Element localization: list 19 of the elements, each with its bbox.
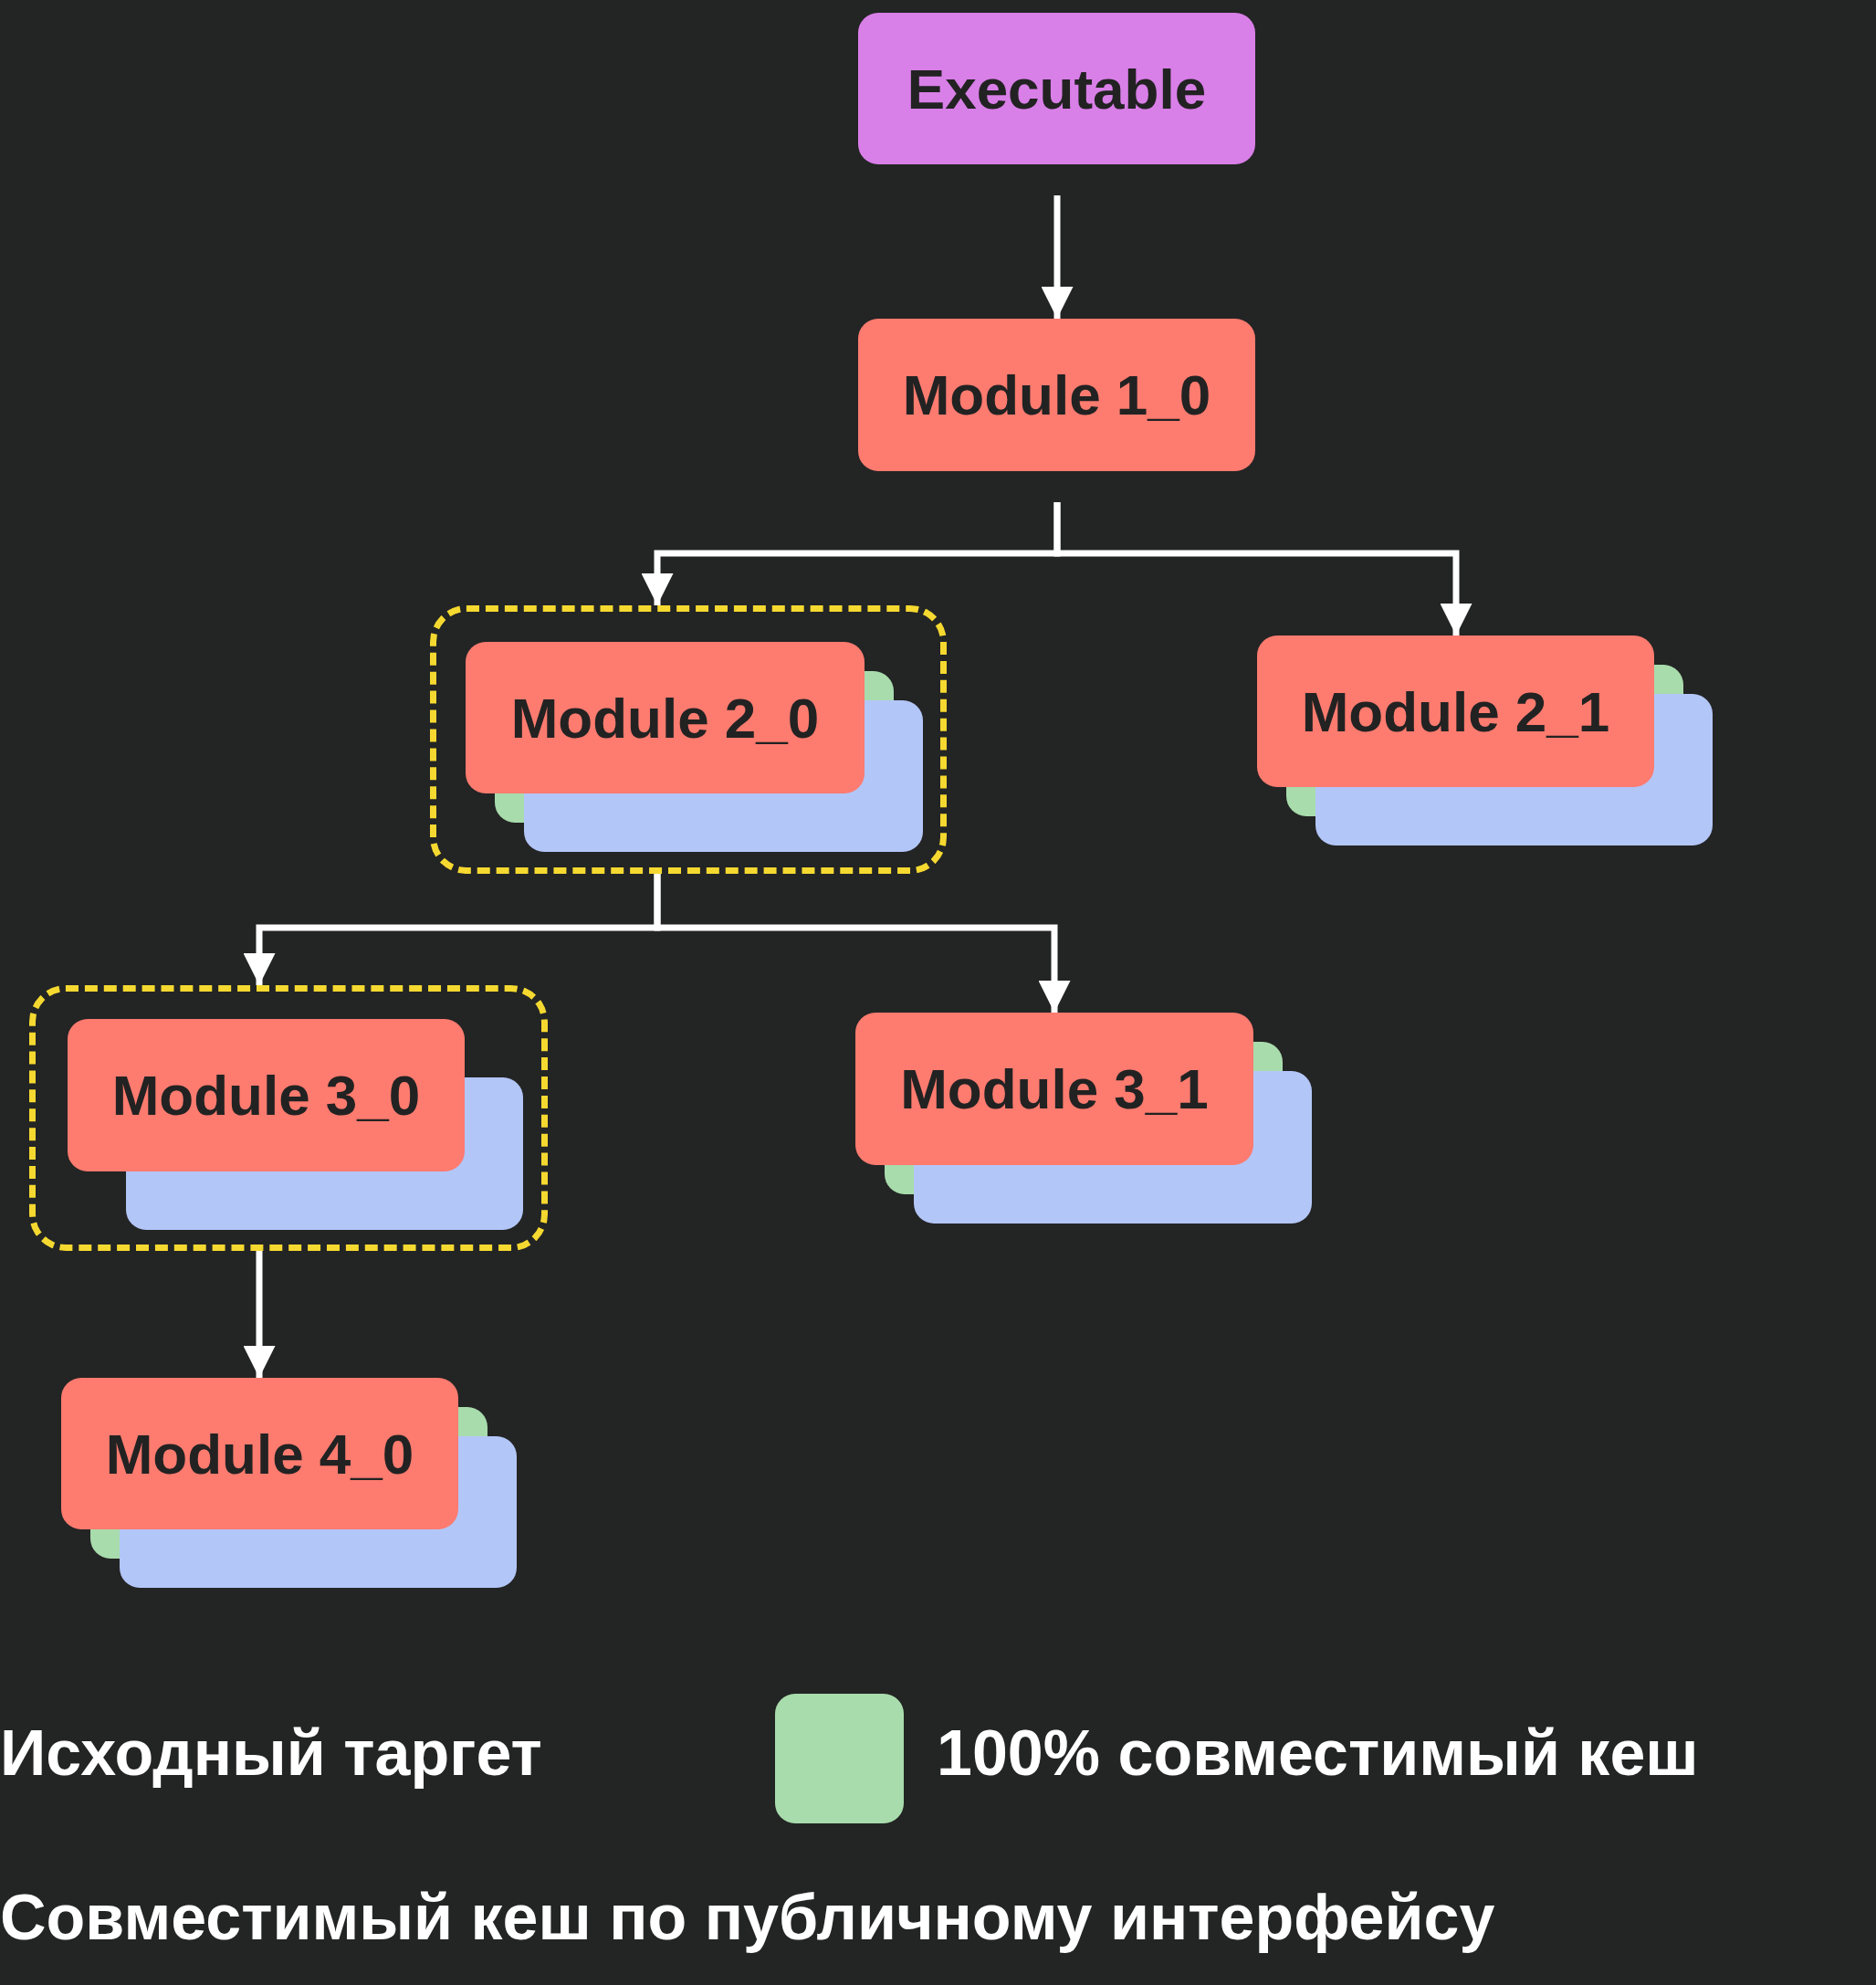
module-card: [858, 13, 1255, 164]
node-label: Module 4_0: [105, 1421, 414, 1486]
node-label: Module 3_0: [111, 1063, 421, 1128]
module-card: [858, 319, 1255, 471]
dashed-group: [430, 605, 947, 874]
node-label: Module 2_1: [1301, 678, 1610, 744]
module-card: [1257, 635, 1654, 787]
module-card: [466, 642, 865, 793]
node-label: Executable: [907, 56, 1207, 121]
dashed-group: [29, 985, 548, 1251]
module-card: [61, 1378, 458, 1529]
module-card: [68, 1019, 465, 1171]
legend-label: Исходный таргет: [0, 1717, 542, 1790]
module-card: [855, 1013, 1253, 1165]
node-label: Module 3_1: [900, 1056, 1209, 1121]
legend-label: 100% совместимый кеш: [937, 1717, 1699, 1790]
legend-label: Совместимый кеш по публичному интерфейсу: [0, 1881, 1495, 1954]
node-label: Module 1_0: [902, 362, 1211, 427]
node-label: Module 2_0: [510, 685, 820, 751]
